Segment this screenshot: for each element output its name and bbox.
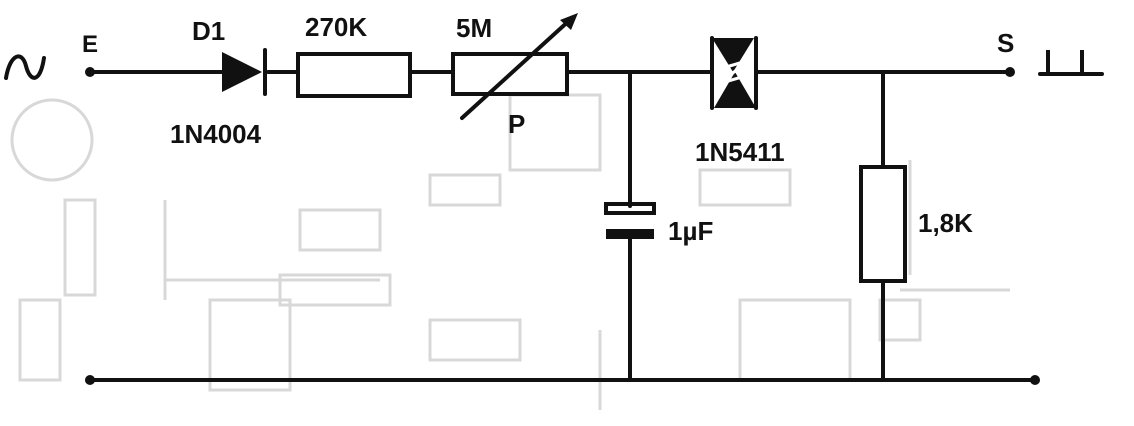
series-resistor-symbol [296, 52, 412, 98]
diac-symbol [710, 36, 758, 110]
ground-terminal-left [85, 375, 95, 385]
ground-terminal-right [1030, 375, 1040, 385]
diode-part-label: 1N4004 [170, 119, 262, 149]
potentiometer-value: 5M [456, 13, 492, 43]
pulse-train-icon [1038, 50, 1104, 76]
potentiometer-symbol [451, 13, 578, 120]
capacitor-symbol [604, 202, 656, 239]
capacitor-value: 1µF [668, 216, 713, 246]
output-label: S [997, 28, 1014, 58]
series-resistor-value: 270K [305, 12, 367, 42]
diode-name-label: D1 [192, 16, 225, 46]
ac-sine-icon [4, 54, 46, 80]
input-label: E [82, 31, 98, 58]
potentiometer-label: P [508, 109, 525, 139]
input-terminal [85, 67, 95, 77]
load-resistor-value: 1,8K [918, 208, 973, 238]
output-terminal [1005, 67, 1015, 77]
wires [88, 70, 1037, 382]
diac-part-label: 1N5411 [695, 137, 785, 167]
load-resistor-symbol [859, 165, 907, 283]
background-bleed-through [10, 93, 1010, 410]
diode-d1-symbol [222, 48, 267, 96]
